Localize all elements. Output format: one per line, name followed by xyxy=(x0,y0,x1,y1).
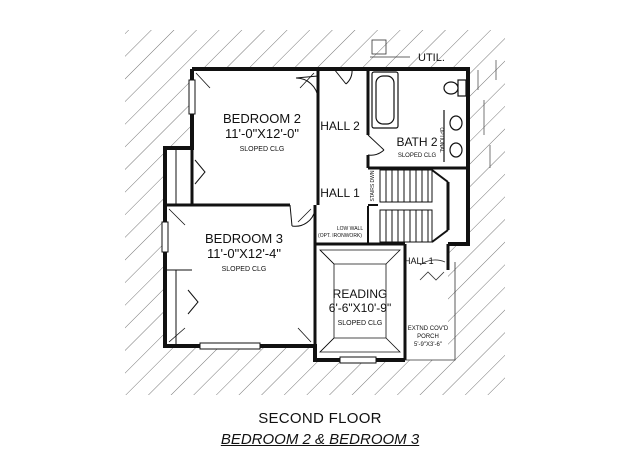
low-wall-sub-label: (OPT. IRONWORK) xyxy=(318,233,362,239)
exterior-wall xyxy=(192,67,470,246)
hall2-label: HALL 2 xyxy=(320,119,360,133)
windows xyxy=(161,79,377,364)
stairs xyxy=(368,169,450,243)
bedroom3-size: 11'-0"X12'-4" xyxy=(207,246,281,261)
eave-marks xyxy=(477,60,497,168)
bedroom2-ceiling: SLOPED CLG xyxy=(240,146,285,153)
bedroom3-name: BEDROOM 3 xyxy=(205,231,283,246)
doors xyxy=(165,68,385,346)
sloped-ceiling-lines xyxy=(168,72,401,353)
caption-subtitle: BEDROOM 2 & BEDROOM 3 xyxy=(220,431,420,448)
util-box xyxy=(371,39,387,55)
reading-size: 6'-6"X10'-9" xyxy=(329,301,391,315)
stairs-label: STAIRS DWN xyxy=(370,170,376,201)
bedroom2-size: 11'-0"X12'-0" xyxy=(225,126,299,141)
bath2-name: BATH 2 xyxy=(396,135,437,149)
optional-label: OPTIONAL xyxy=(438,127,444,153)
interior-walls xyxy=(165,69,468,360)
bedroom3-ceiling: SLOPED CLG xyxy=(222,266,267,273)
porch-outline xyxy=(405,259,456,361)
porch-label-3: 5'-9"X3'-6" xyxy=(414,342,442,348)
bedroom2-name: BEDROOM 2 xyxy=(223,111,301,126)
bathtub xyxy=(371,71,399,129)
util-label: UTIL. xyxy=(418,52,445,64)
hall1-below-label: HALL 1 xyxy=(404,256,434,266)
bath2-ceiling: SLOPED CLG xyxy=(398,153,437,159)
vanity xyxy=(443,110,463,162)
reading-name: READING xyxy=(333,287,388,301)
caption-floor: SECOND FLOOR xyxy=(258,410,382,427)
toilet xyxy=(443,79,467,97)
hall1-label: HALL 1 xyxy=(320,186,360,200)
low-wall-label: LOW WALL xyxy=(337,226,363,232)
reading-ceiling: SLOPED CLG xyxy=(338,320,383,327)
porch-label-1: EXTND COV'D xyxy=(408,326,449,332)
porch-label-2: PORCH xyxy=(417,334,439,340)
